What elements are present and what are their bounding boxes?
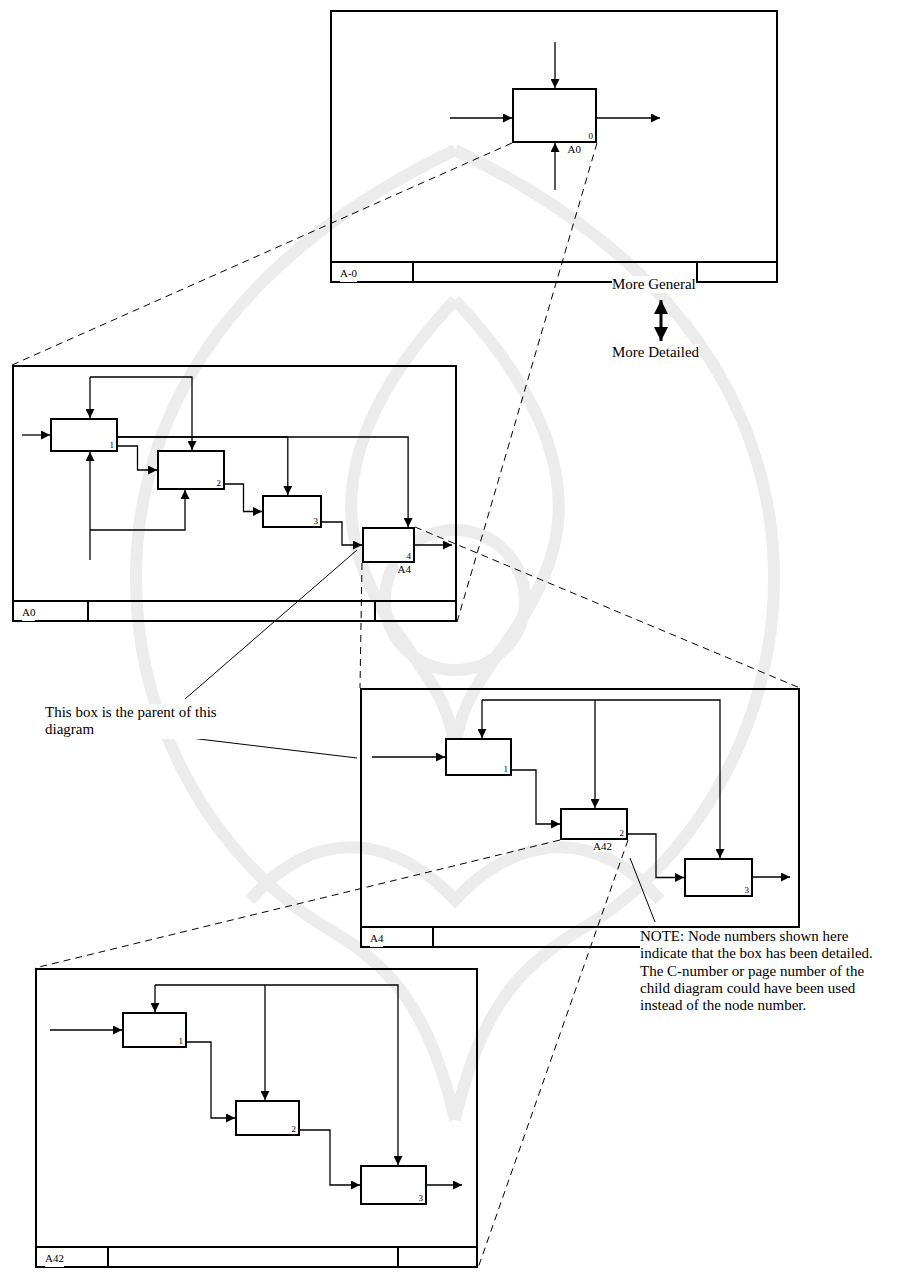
mechanism-arrow [89, 452, 90, 560]
input-arrow [50, 1029, 122, 1030]
box-number: 2 [292, 1125, 297, 1134]
frame-footer: A-0 [332, 261, 776, 281]
control-arrow [481, 700, 482, 738]
input-arrow [22, 434, 50, 435]
scale-label: More General [612, 276, 696, 293]
mechanism-arrow [90, 490, 185, 530]
diagram-frame: A412A423 [360, 688, 800, 948]
footer-divider [107, 1248, 109, 1266]
decomposition-line [457, 143, 597, 622]
box-number: 2 [217, 479, 222, 488]
activity-box: 0A0 [512, 88, 597, 143]
input-arrow [372, 756, 445, 757]
node-number: A4 [398, 563, 411, 575]
activity-box: 2 [235, 1100, 300, 1136]
diagram-frame: A-00A0 [330, 10, 778, 283]
connectors [12, 143, 800, 1268]
activity-box: 3 [262, 495, 322, 528]
box-number: 1 [179, 1037, 184, 1046]
node-number: A0 [568, 143, 581, 155]
activity-box: 3 [684, 858, 753, 897]
control-arrow [594, 700, 595, 808]
control-arrow [89, 377, 90, 418]
activity-box: 4A4 [362, 527, 415, 563]
mechanism-arrow [554, 143, 555, 190]
decomposition-line [360, 563, 362, 688]
box-number: 3 [314, 517, 319, 526]
activity-box: 1 [445, 738, 512, 776]
scale-double-arrow [660, 300, 663, 341]
footer-divider [374, 602, 376, 620]
box-number: 1 [110, 441, 115, 450]
diagram-frame: A01234A4 [12, 365, 457, 622]
flow-arrow [118, 437, 408, 527]
footer-divider [412, 263, 414, 281]
flow-arrow [300, 1130, 360, 1185]
flow-arrow [628, 834, 684, 878]
control-arrow [482, 700, 720, 858]
flow-arrow [118, 446, 157, 470]
box-number: 3 [419, 1194, 424, 1203]
decomposition-line [12, 143, 512, 365]
frame-footer: A42 [37, 1246, 476, 1266]
input-arrow [450, 117, 512, 118]
output-arrow [597, 117, 660, 118]
decomposition-line [415, 527, 800, 688]
output-arrow [753, 876, 790, 877]
leader-line [630, 858, 655, 922]
activity-box: 1 [122, 1012, 187, 1048]
box-number: 1 [504, 765, 509, 774]
control-arrow [154, 985, 155, 1012]
decomposition-line [478, 840, 628, 1268]
footer-divider [696, 263, 698, 281]
flow-arrow [187, 1042, 235, 1118]
control-arrow [155, 985, 398, 1165]
frame-footer: A0 [14, 600, 455, 620]
flow-arrow [225, 484, 262, 512]
flow-arrow [118, 437, 288, 495]
box-number: 2 [620, 829, 625, 838]
callout-note: NOTE: Node numbers shown here indicate t… [640, 928, 878, 1014]
output-arrow [427, 1184, 462, 1185]
flow-arrow [512, 770, 560, 824]
decomposition-line [35, 840, 560, 968]
diagram-node-label: A-0 [340, 265, 357, 282]
control-arrow [554, 42, 555, 88]
leader-line [185, 550, 357, 699]
footer-divider [87, 602, 89, 620]
node-number: A42 [593, 840, 612, 852]
box-number: 4 [407, 552, 412, 561]
callout-note: This box is the parent of this diagram [45, 704, 230, 739]
flow-arrow [322, 522, 362, 545]
control-arrow [264, 985, 265, 1100]
watermark-stroke [136, 150, 455, 1120]
activity-box: 1 [50, 418, 118, 452]
watermark-stroke [250, 847, 660, 900]
diagram-frame: A42 1 2 3 [35, 968, 478, 1268]
scale-label: More Detailed [612, 344, 699, 361]
diagram-node-label: A0 [22, 604, 35, 621]
diagram-node-label: A42 [45, 1250, 64, 1267]
box-number: 0 [589, 132, 594, 141]
footer-divider [432, 928, 434, 946]
activity-box: 2A42 [560, 808, 628, 840]
box-number: 3 [745, 886, 750, 895]
output-arrow [415, 544, 452, 545]
diagram-node-label: A4 [370, 930, 383, 947]
activity-box: 3 [360, 1165, 427, 1205]
footer-divider [397, 1248, 399, 1266]
activity-box: 2 [157, 450, 225, 490]
